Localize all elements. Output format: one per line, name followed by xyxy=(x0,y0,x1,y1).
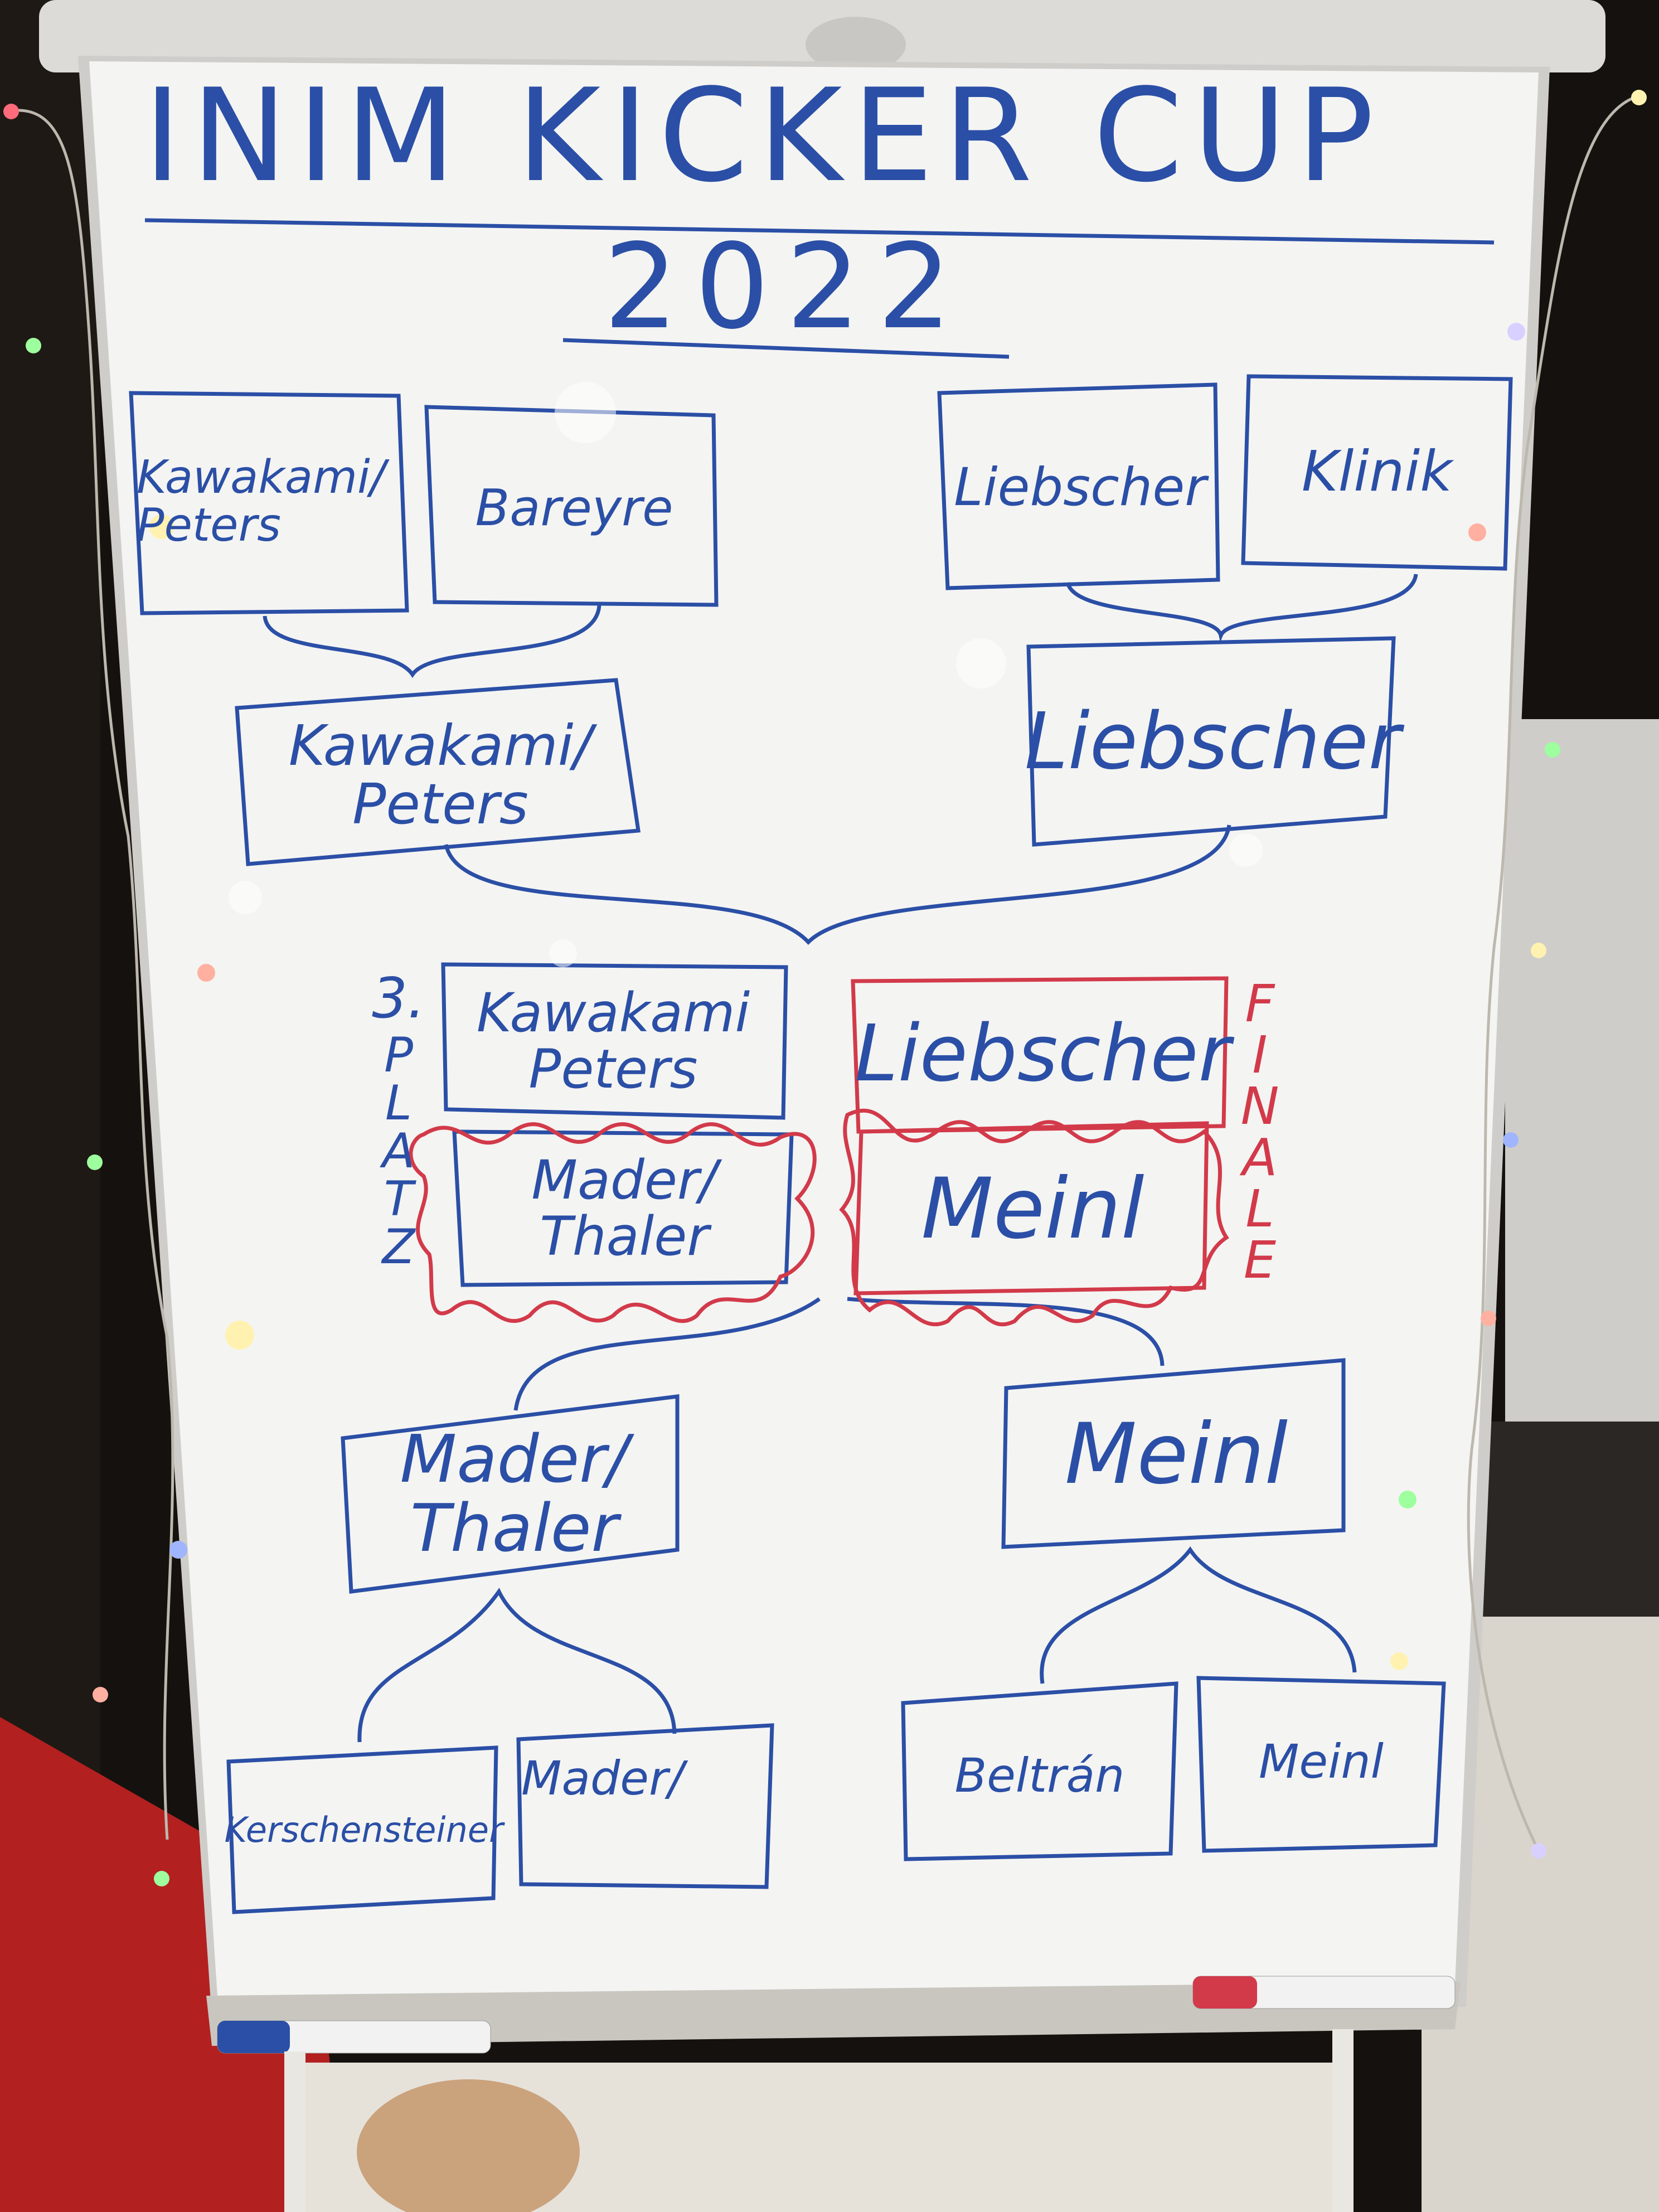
title-underline xyxy=(144,218,1495,245)
box-kerschensteiner xyxy=(226,1745,498,1914)
marker-red-cap xyxy=(1193,1976,1257,2009)
box-kawakami-peters-2 xyxy=(235,678,641,866)
fairy-light-bulbs xyxy=(3,90,1647,1886)
marker-blue-cap xyxy=(217,2021,290,2053)
bracket-boxes xyxy=(129,374,1513,1914)
third-place-scribble xyxy=(409,1122,817,1323)
header-clip xyxy=(806,17,906,72)
hand-shape xyxy=(357,2079,580,2212)
year-underline xyxy=(562,338,1010,359)
red-jacket xyxy=(0,1717,346,2212)
box-final-b xyxy=(853,1121,1209,1296)
box-klinik xyxy=(1241,374,1513,571)
box-third-b xyxy=(452,1129,794,1287)
box-final-a xyxy=(851,976,1229,1134)
box-liebscher-1 xyxy=(937,382,1220,590)
board-surface xyxy=(89,61,1539,1996)
box-third-a xyxy=(441,962,788,1120)
box-liebscher-2 xyxy=(1026,636,1396,847)
final-scribble xyxy=(839,1108,1229,1327)
box-mader-thaler-2 xyxy=(341,1394,680,1594)
final-red-marks xyxy=(409,976,1229,1327)
bracket-connectors xyxy=(263,574,1418,1743)
easel-leg-left xyxy=(284,2051,305,2212)
box-mader xyxy=(516,1723,774,1889)
box-beltran xyxy=(901,1681,1178,1861)
box-bareyre xyxy=(424,405,719,607)
white-chair xyxy=(1505,719,1659,1444)
marker-tray xyxy=(206,1982,1461,2046)
easel-leg-right xyxy=(1332,2029,1354,2212)
box-meinl-1 xyxy=(1196,1676,1446,1853)
box-kawakami-peters-1 xyxy=(129,391,409,615)
fairy-lights xyxy=(5,93,1645,1852)
light-glare xyxy=(229,382,1263,967)
box-meinl-2 xyxy=(1001,1358,1346,1549)
